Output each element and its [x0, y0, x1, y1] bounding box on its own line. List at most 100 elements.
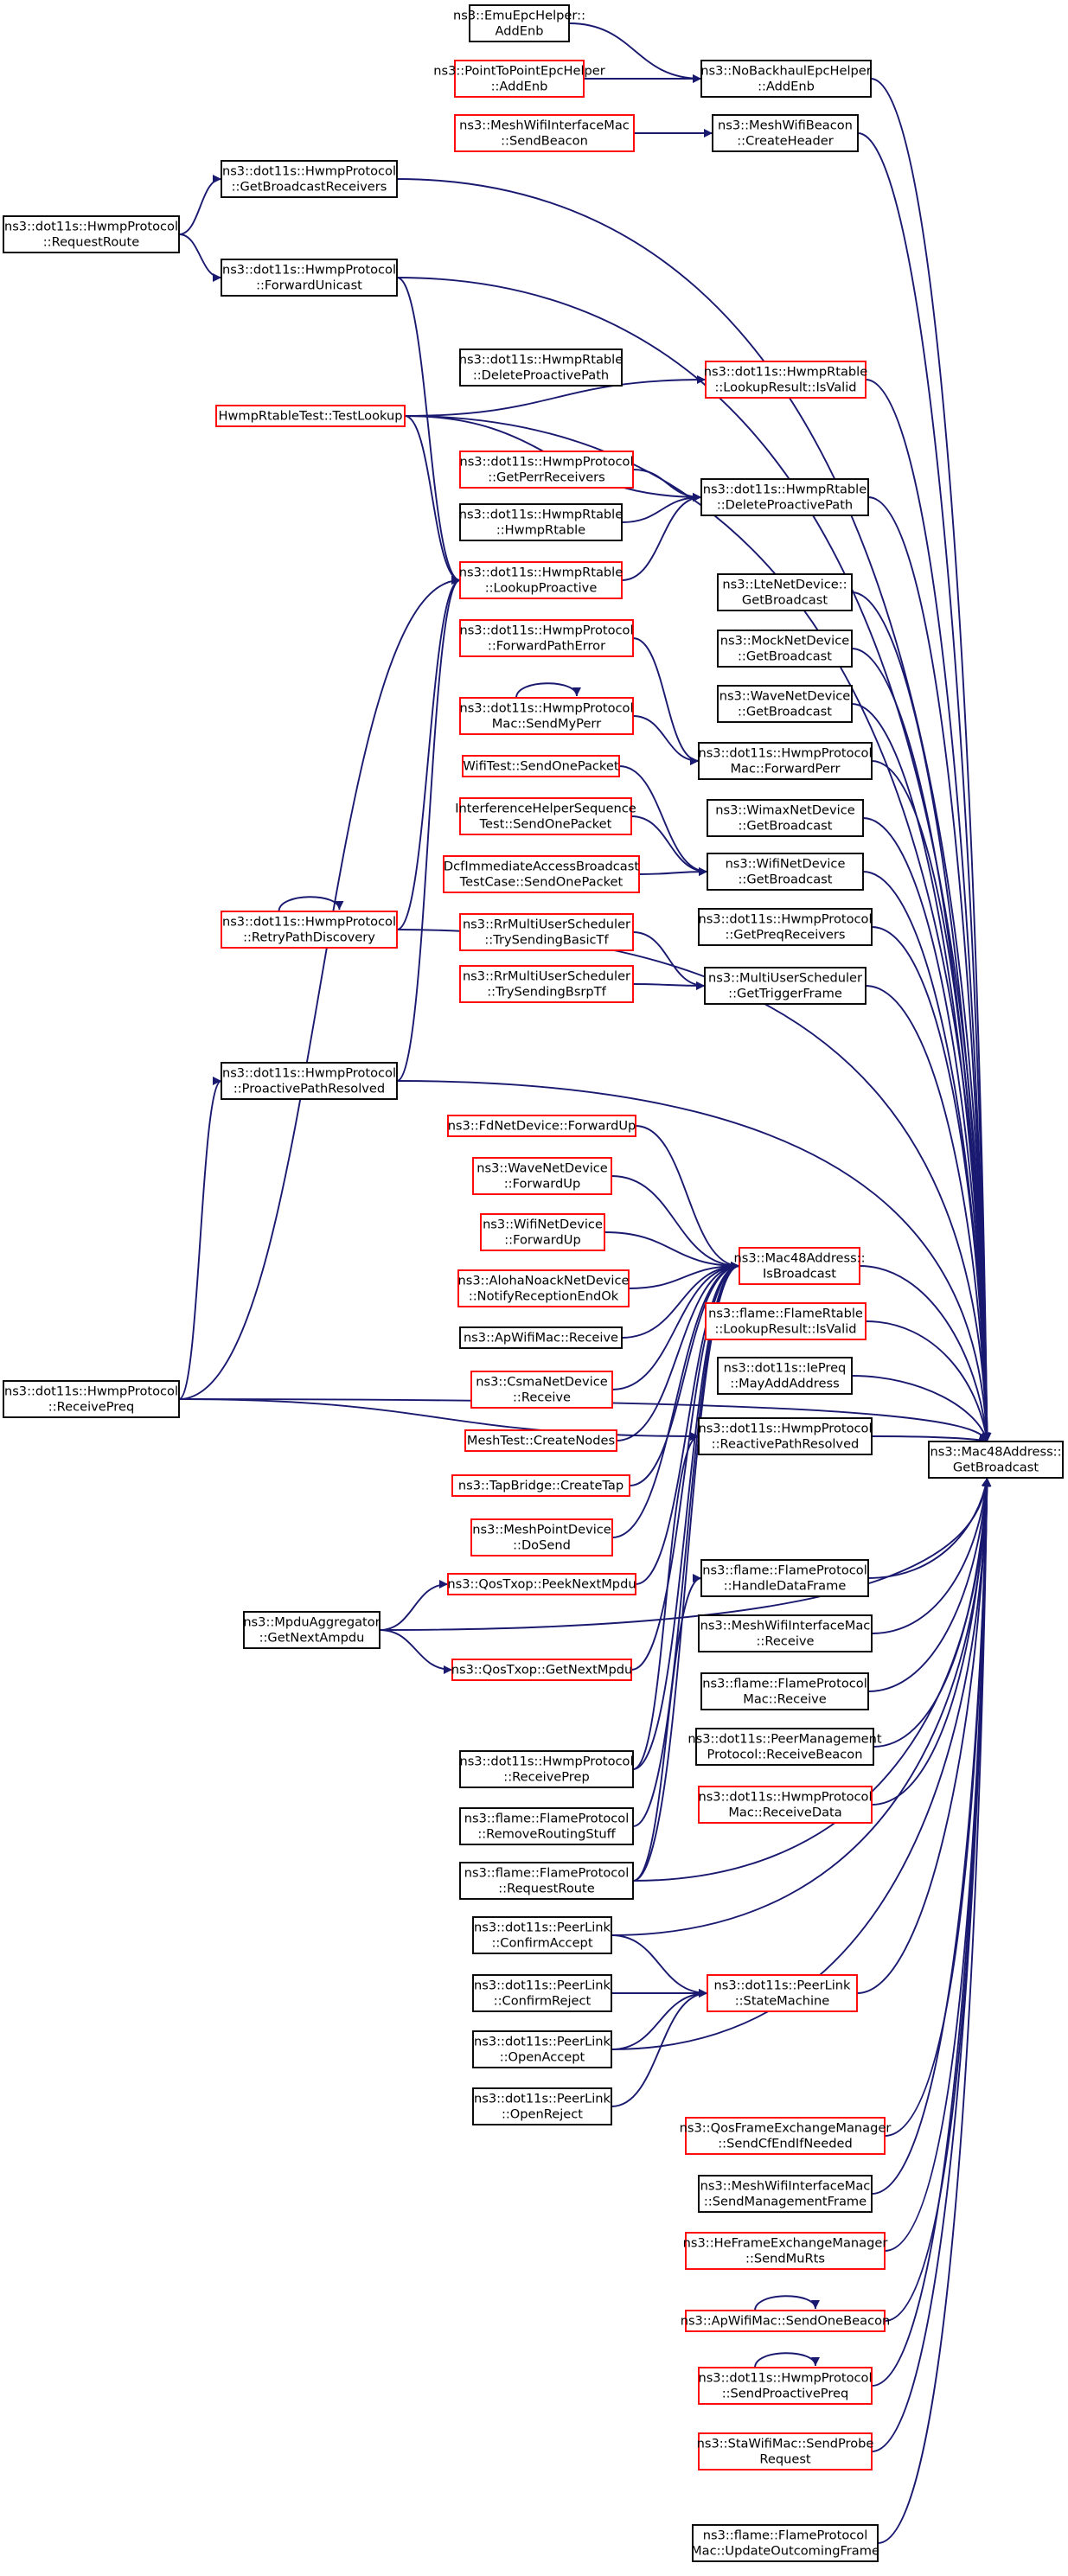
node-wave[interactable]: ns3::WaveNetDevice::GetBroadcast — [717, 685, 853, 723]
node-gbr[interactable]: ns3::dot11s::HwmpProtocol::GetBroadcastR… — [221, 160, 398, 198]
node-wavefu[interactable]: ns3::WaveNetDevice::ForwardUp — [472, 1157, 612, 1195]
node-label-line: ::HwmpRtable — [496, 523, 585, 538]
node-plcr[interactable]: ns3::dot11s::PeerLink::ConfirmReject — [472, 1974, 612, 2012]
node-box — [459, 1862, 634, 1900]
node-apsob[interactable]: ns3::ApWifiMac::SendOneBeacon — [681, 2310, 891, 2332]
node-spp[interactable]: ns3::dot11s::HwmpProtocol::SendProactive… — [698, 2367, 873, 2405]
edge-emu-to-nbh — [568, 22, 702, 83]
node-qgnm[interactable]: ns3::QosTxop::GetNextMpdu — [451, 1659, 633, 1681]
node-label-line: Protocol::ReceiveBeacon — [707, 1748, 863, 1762]
node-qpnm[interactable]: ns3::QosTxop::PeekNextMpdu — [447, 1573, 636, 1595]
node-fperr[interactable]: ns3::dot11s::HwmpProtocolMac::ForwardPer… — [698, 742, 873, 780]
node-emu[interactable]: ns3::EmuEpcHelper::AddEnb — [453, 4, 585, 42]
node-rrbsrp[interactable]: ns3::RrMultiUserScheduler::TrySendingBsr… — [459, 965, 634, 1003]
node-aloha[interactable]: ns3::AlohaNoackNetDevice::NotifyReceptio… — [457, 1269, 630, 1307]
node-plor[interactable]: ns3::dot11s::PeerLink::OpenReject — [472, 2087, 612, 2125]
edge-rpreq-to-target — [178, 1398, 988, 1442]
node-hefem[interactable]: ns3::HeFrameExchangeManager::SendMuRts — [683, 2232, 888, 2270]
node-htl[interactable]: HwmpRtableTest::TestLookup — [215, 405, 406, 427]
node-lriv[interactable]: ns3::dot11s::HwmpRtable::LookupResult::I… — [704, 361, 867, 399]
node-ffhdf[interactable]: ns3::flame::FlameProtocol::HandleDataFra… — [700, 1559, 869, 1597]
node-hrt[interactable]: ns3::dot11s::HwmpRtable::HwmpRtable — [459, 503, 623, 541]
node-target[interactable]: ns3::Mac48Address::GetBroadcast — [928, 1441, 1064, 1479]
node-label-line: ns3::flame::FlameRtable — [708, 1307, 863, 1321]
node-gpreq[interactable]: ns3::dot11s::HwmpProtocol::GetPreqReceiv… — [698, 908, 873, 946]
edge-dcf-to-wifi — [638, 867, 708, 877]
node-fu[interactable]: ns3::dot11s::HwmpProtocol::ForwardUnicas… — [221, 259, 398, 297]
node-apr[interactable]: ns3::ApWifiMac::Receive — [459, 1326, 623, 1349]
node-mpds[interactable]: ns3::MeshPointDevice::DoSend — [470, 1518, 613, 1556]
node-label-line: ::ConfirmAccept — [491, 1936, 592, 1951]
node-mus[interactable]: ns3::MultiUserScheduler::GetTriggerFrame — [704, 967, 867, 1005]
node-ppr[interactable]: ns3::dot11s::HwmpProtocol::ProactivePath… — [221, 1062, 398, 1100]
node-plca[interactable]: ns3::dot11s::PeerLink::ConfirmAccept — [472, 1916, 612, 1954]
node-tap[interactable]: ns3::TapBridge::CreateTap — [451, 1474, 630, 1497]
node-csma[interactable]: ns3::CsmaNetDevice::Receive — [470, 1371, 613, 1409]
edge-mpdu-to-qpnm — [379, 1580, 449, 1631]
node-gpr[interactable]: ns3::dot11s::HwmpProtocol::GetPerrReceiv… — [459, 451, 634, 489]
node-label-line: ::ReceivePrep — [503, 1770, 589, 1785]
node-lte[interactable]: ns3::LteNetDevice::GetBroadcast — [717, 573, 853, 611]
node-wififu[interactable]: ns3::WifiNetDevice::ForwardUp — [480, 1213, 605, 1251]
edge-ffhdf-to-target — [867, 1477, 990, 1579]
edge-ploa-to-target — [611, 1477, 992, 2050]
node-ploa[interactable]: ns3::dot11s::PeerLink::OpenAccept — [472, 2030, 612, 2068]
node-ffrr[interactable]: ns3::flame::FlameProtocol::RequestRoute — [459, 1862, 634, 1900]
node-dcf[interactable]: DcfImmediateAccessBroadcastTestCase::Sen… — [443, 855, 640, 893]
node-rprep[interactable]: ns3::dot11s::HwmpProtocol::ReceivePrep — [459, 1750, 634, 1788]
edge-qgnm-to-isb — [630, 1262, 740, 1671]
node-label-line: ::GetBroadcast — [738, 649, 832, 664]
node-label-line: ns3::EmuEpcHelper:: — [453, 9, 585, 23]
node-dpp2[interactable]: ns3::dot11s::HwmpRtable::DeleteProactive… — [700, 478, 869, 516]
node-fdfu[interactable]: ns3::FdNetDevice::ForwardUp — [447, 1115, 636, 1137]
node-ffrrs[interactable]: ns3::flame::FlameProtocol::RemoveRouting… — [459, 1807, 634, 1845]
edge-plca-to-plsm — [611, 1934, 708, 1998]
node-wimax[interactable]: ns3::WimaxNetDevice::GetBroadcast — [707, 799, 864, 837]
node-p2p[interactable]: ns3::PointToPointEpcHelper::AddEnb — [433, 60, 605, 98]
node-box — [712, 114, 859, 152]
node-ihs[interactable]: InterferenceHelperSequenceTest::SendOneP… — [455, 797, 636, 835]
node-rrbtf[interactable]: ns3::RrMultiUserScheduler::TrySendingBas… — [459, 913, 634, 951]
node-rr[interactable]: ns3::dot11s::HwmpProtocol::RequestRoute — [3, 215, 180, 253]
node-box — [698, 2367, 873, 2405]
node-box — [700, 478, 869, 516]
node-nbh[interactable]: ns3::NoBackhaulEpcHelper::AddEnb — [700, 60, 872, 98]
node-mwb[interactable]: ns3::MeshWifiBeacon::CreateHeader — [712, 114, 859, 152]
node-label-line: ns3::MeshWifiInterfaceMac — [459, 118, 630, 133]
node-wifi[interactable]: ns3::WifiNetDevice::GetBroadcast — [707, 853, 864, 891]
node-isb[interactable]: ns3::Mac48Address::IsBroadcast — [733, 1247, 866, 1285]
node-rpd[interactable]: ns3::dot11s::HwmpProtocol::RetryPathDisc… — [221, 911, 398, 949]
edge-ppr-to-lp — [396, 576, 461, 1082]
node-ffriv[interactable]: ns3::flame::FlameRtable::LookupResult::I… — [705, 1302, 867, 1340]
node-lp[interactable]: ns3::dot11s::HwmpRtable::LookupProactive — [459, 561, 623, 599]
node-mwimr[interactable]: ns3::MeshWifiInterfaceMac::Receive — [698, 1614, 873, 1652]
node-label-line: ::SendProactivePreq — [722, 2387, 849, 2401]
node-hpmrd[interactable]: ns3::dot11s::HwmpProtocolMac::ReceiveDat… — [698, 1786, 873, 1824]
node-dpp1[interactable]: ns3::dot11s::HwmpRtable::DeleteProactive… — [459, 348, 623, 387]
edge-smp-to-smp — [515, 682, 581, 699]
node-ffuof[interactable]: ns3::flame::FlameProtocolMac::UpdateOutc… — [691, 2524, 879, 2562]
node-label-line: ::SendMuRts — [745, 2252, 825, 2266]
node-rpres[interactable]: ns3::dot11s::HwmpProtocol::ReactivePathR… — [698, 1417, 873, 1455]
node-qfem[interactable]: ns3::QosFrameExchangeManager::SendCfEndI… — [680, 2117, 892, 2155]
node-label-line: ::GetNextAmpdu — [259, 1631, 365, 1646]
edges-layer — [178, 22, 992, 2544]
node-ipreq[interactable]: ns3::dot11s::IePreq::MayAddAddress — [717, 1357, 853, 1395]
edge-plsm-to-target — [856, 1477, 992, 1994]
node-mtcn[interactable]: MeshTest::CreateNodes — [464, 1429, 617, 1452]
node-plsm[interactable]: ns3::dot11s::PeerLink::StateMachine — [707, 1974, 858, 2012]
node-label-line: ns3::Mac48Address:: — [930, 1445, 1061, 1460]
node-rpreq[interactable]: ns3::dot11s::HwmpProtocol::ReceivePreq — [3, 1380, 180, 1418]
node-wfsop[interactable]: WifiTest::SendOnePacket — [462, 755, 620, 777]
node-mwsmf[interactable]: ns3::MeshWifiInterfaceMac::SendManagemen… — [698, 2175, 873, 2213]
node-fpe[interactable]: ns3::dot11s::HwmpProtocol::ForwardPathEr… — [459, 619, 634, 657]
node-mock[interactable]: ns3::MockNetDevice::GetBroadcast — [717, 630, 853, 668]
node-box — [704, 967, 867, 1005]
node-mpdu[interactable]: ns3::MpduAggregator::GetNextAmpdu — [243, 1611, 381, 1649]
node-box — [3, 1380, 180, 1418]
node-mwim_sb[interactable]: ns3::MeshWifiInterfaceMac::SendBeacon — [454, 114, 635, 152]
node-pmprb[interactable]: ns3::dot11s::PeerManagementProtocol::Rec… — [687, 1728, 882, 1766]
